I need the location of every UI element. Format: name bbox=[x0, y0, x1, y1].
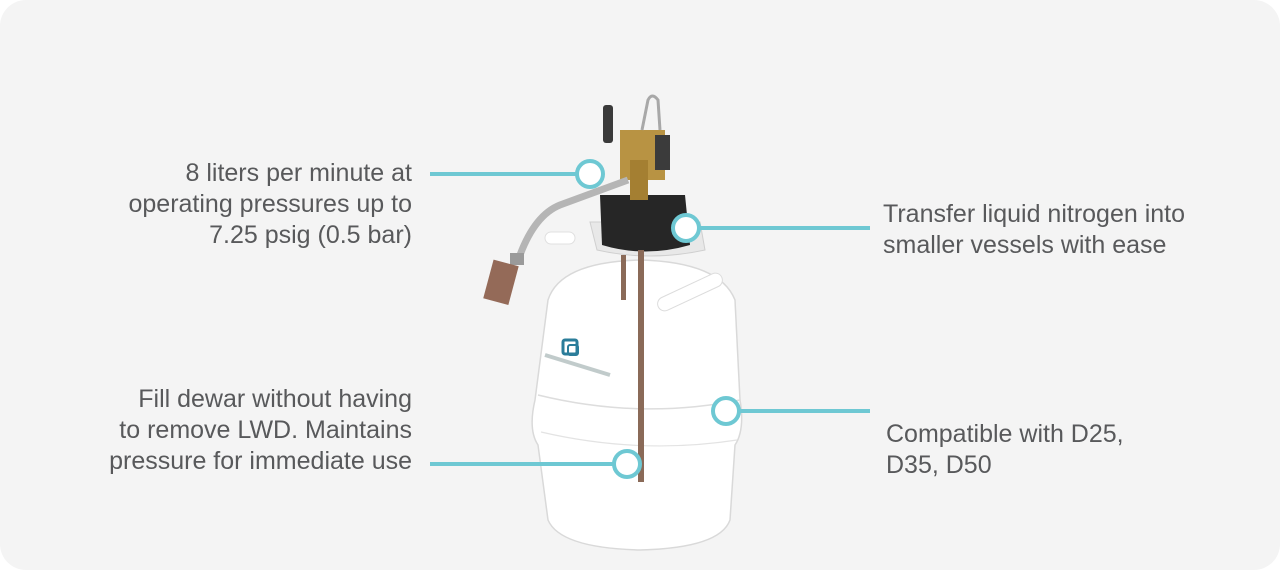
hotspot-fill-dewar[interactable] bbox=[612, 449, 642, 479]
callout-line-compatibility bbox=[738, 409, 870, 413]
callout-line-fill-dewar bbox=[430, 462, 615, 466]
hotspot-transfer[interactable] bbox=[671, 213, 701, 243]
hotspot-flow-rate[interactable] bbox=[575, 159, 605, 189]
callout-compatibility: Compatible with D25, D35, D50 bbox=[886, 420, 1124, 479]
callout-flow-rate: 8 liters per minute at operating pressur… bbox=[128, 159, 412, 249]
callout-transfer: Transfer liquid nitrogen into smaller ve… bbox=[883, 200, 1186, 259]
hotspot-compatibility[interactable] bbox=[711, 396, 741, 426]
callout-line-transfer bbox=[700, 226, 870, 230]
callout-fill-dewar: Fill dewar without having to remove LWD.… bbox=[109, 385, 412, 475]
callout-line-flow-rate bbox=[430, 172, 580, 176]
brand-logo bbox=[561, 338, 579, 356]
